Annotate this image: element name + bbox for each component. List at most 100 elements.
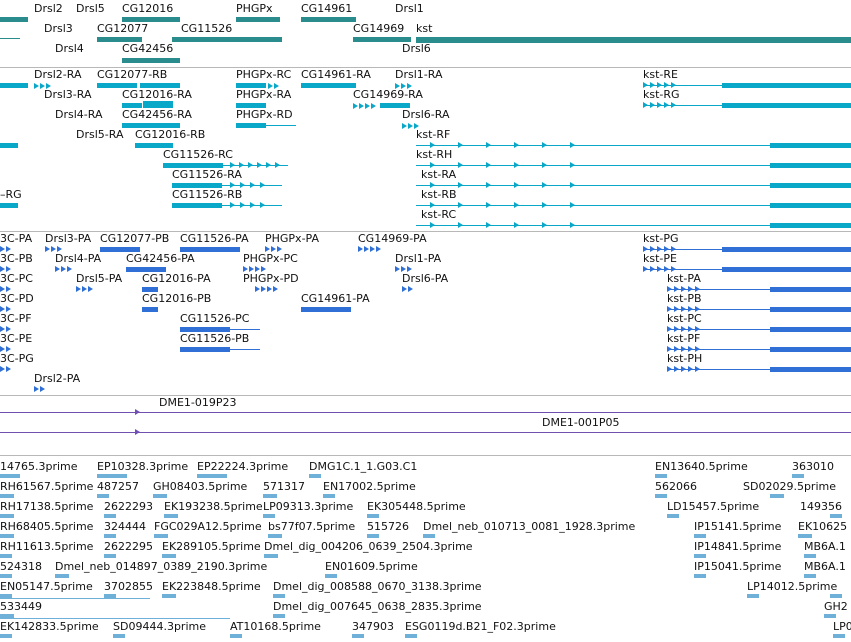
- est-label[interactable]: RH61567.5prime: [0, 480, 94, 493]
- feature-bar[interactable]: [770, 203, 851, 208]
- transcript-label[interactable]: kst-RF: [416, 128, 451, 141]
- est-label[interactable]: EK305448.5prime: [367, 500, 466, 513]
- protein-label[interactable]: CG14969-PA: [358, 232, 427, 245]
- est-bar[interactable]: [830, 514, 842, 518]
- protein-label[interactable]: kst-PF: [667, 332, 701, 345]
- est-bar[interactable]: [104, 594, 116, 598]
- est-bar[interactable]: [747, 594, 759, 598]
- est-label[interactable]: 2622293: [104, 500, 153, 513]
- clone-label[interactable]: DME1-019P23: [159, 396, 237, 409]
- protein-label[interactable]: CG11526-PC: [180, 312, 250, 325]
- est-bar[interactable]: [655, 494, 667, 498]
- est-bar[interactable]: [655, 474, 667, 478]
- transcript-label[interactable]: Drsl1-RA: [395, 68, 443, 81]
- est-bar[interactable]: [273, 594, 285, 598]
- feature-bar[interactable]: [236, 103, 266, 108]
- transcript-label[interactable]: PHGPx-RA: [236, 88, 292, 101]
- est-label[interactable]: 533449: [0, 600, 42, 613]
- est-label[interactable]: EK193238.5prime: [164, 500, 263, 513]
- transcript-label[interactable]: –RG: [0, 188, 22, 201]
- est-bar[interactable]: [0, 594, 12, 598]
- protein-label[interactable]: 3C-PG: [0, 352, 34, 365]
- est-label[interactable]: RH11613.5prime: [0, 540, 94, 553]
- est-label[interactable]: bs77f07.5prime: [268, 520, 356, 533]
- transcript-label[interactable]: kst-RG: [643, 88, 680, 101]
- est-bar[interactable]: [97, 474, 127, 478]
- est-label[interactable]: GH2: [824, 600, 848, 613]
- protein-label[interactable]: CG42456-PA: [126, 252, 195, 265]
- feature-bar[interactable]: [142, 307, 158, 312]
- transcript-label[interactable]: PHGPx-RD: [236, 108, 293, 121]
- protein-label[interactable]: 3C-PF: [0, 312, 32, 325]
- est-label[interactable]: FGC029A12.5prime: [154, 520, 262, 533]
- protein-label[interactable]: Drsl3-PA: [45, 232, 92, 245]
- est-label[interactable]: RH68405.5prime: [0, 520, 94, 533]
- est-label[interactable]: SD09444.3prime: [113, 620, 206, 633]
- est-label[interactable]: 3702855: [104, 580, 153, 593]
- feature-bar[interactable]: [180, 327, 230, 332]
- transcript-label[interactable]: kst-RH: [416, 148, 453, 161]
- transcript-label[interactable]: CG12077-RB: [97, 68, 168, 81]
- protein-label[interactable]: kst-PC: [667, 312, 702, 325]
- est-label[interactable]: EP22224.3prime: [197, 460, 289, 473]
- est-label[interactable]: AT10168.5prime: [230, 620, 321, 633]
- feature-bar[interactable]: [172, 183, 222, 188]
- est-bar[interactable]: [325, 574, 337, 578]
- est-label[interactable]: IP14841.5prime: [694, 540, 782, 553]
- gene-label[interactable]: CG14969: [353, 22, 405, 35]
- feature-bar[interactable]: [770, 223, 851, 228]
- feature-bar[interactable]: [122, 123, 180, 128]
- est-label[interactable]: IP15041.5prime: [694, 560, 782, 573]
- feature-bar[interactable]: [0, 83, 28, 88]
- protein-label[interactable]: kst-PG: [643, 232, 679, 245]
- feature-bar[interactable]: [142, 287, 158, 292]
- feature-bar[interactable]: [770, 183, 851, 188]
- est-bar[interactable]: [197, 474, 227, 478]
- est-label[interactable]: EK289105.5prime: [162, 540, 261, 553]
- est-label[interactable]: 562066: [655, 480, 697, 493]
- feature-bar[interactable]: [126, 267, 166, 272]
- est-bar[interactable]: [113, 634, 125, 638]
- est-label[interactable]: ESG0119d.B21_F02.3prime: [405, 620, 556, 633]
- transcript-label[interactable]: Drsl2-RA: [34, 68, 82, 81]
- est-bar[interactable]: [804, 574, 816, 578]
- est-label[interactable]: 487257: [97, 480, 139, 493]
- est-bar[interactable]: [153, 494, 167, 498]
- protein-label[interactable]: Drsl2-PA: [34, 372, 81, 385]
- gene-label[interactable]: CG14961: [301, 2, 353, 15]
- clone-label[interactable]: DME1-001P05: [542, 416, 620, 429]
- feature-bar[interactable]: [172, 203, 222, 208]
- est-label[interactable]: MB6A.1: [804, 560, 846, 573]
- gene-label[interactable]: kst: [416, 22, 433, 35]
- transcript-label[interactable]: PHGPx-RC: [236, 68, 292, 81]
- est-bar[interactable]: [352, 634, 364, 638]
- feature-bar[interactable]: [770, 287, 851, 292]
- gene-bar[interactable]: [236, 17, 280, 22]
- feature-bar[interactable]: [770, 347, 851, 352]
- feature-bar[interactable]: [301, 83, 356, 88]
- gene-label[interactable]: CG12016: [122, 2, 174, 15]
- est-label[interactable]: 324444: [104, 520, 146, 533]
- est-label[interactable]: 347903: [352, 620, 394, 633]
- feature-bar[interactable]: [236, 123, 266, 128]
- protein-label[interactable]: PHGPx-PD: [243, 272, 299, 285]
- feature-bar[interactable]: [97, 83, 137, 88]
- protein-label[interactable]: CG12077-PB: [100, 232, 170, 245]
- gene-bar[interactable]: [0, 17, 28, 22]
- feature-bar[interactable]: [722, 247, 851, 252]
- est-label[interactable]: LD15457.5prime: [667, 500, 760, 513]
- est-bar[interactable]: [804, 554, 816, 558]
- est-bar[interactable]: [423, 534, 435, 538]
- gene-label[interactable]: Drsl1: [395, 2, 424, 15]
- transcript-label[interactable]: kst-RA: [421, 168, 457, 181]
- est-label[interactable]: Dmel_dig_008588_0670_3138.3prime: [273, 580, 482, 593]
- est-bar[interactable]: [230, 634, 242, 638]
- transcript-label[interactable]: CG42456-RA: [122, 108, 192, 121]
- transcript-label[interactable]: kst-RB: [421, 188, 457, 201]
- est-bar[interactable]: [694, 554, 706, 558]
- feature-bar[interactable]: [722, 103, 851, 108]
- gene-label[interactable]: PHGPx: [236, 2, 273, 15]
- est-label[interactable]: 363010: [792, 460, 834, 473]
- est-bar[interactable]: [770, 494, 784, 498]
- est-label[interactable]: 14765.3prime: [0, 460, 78, 473]
